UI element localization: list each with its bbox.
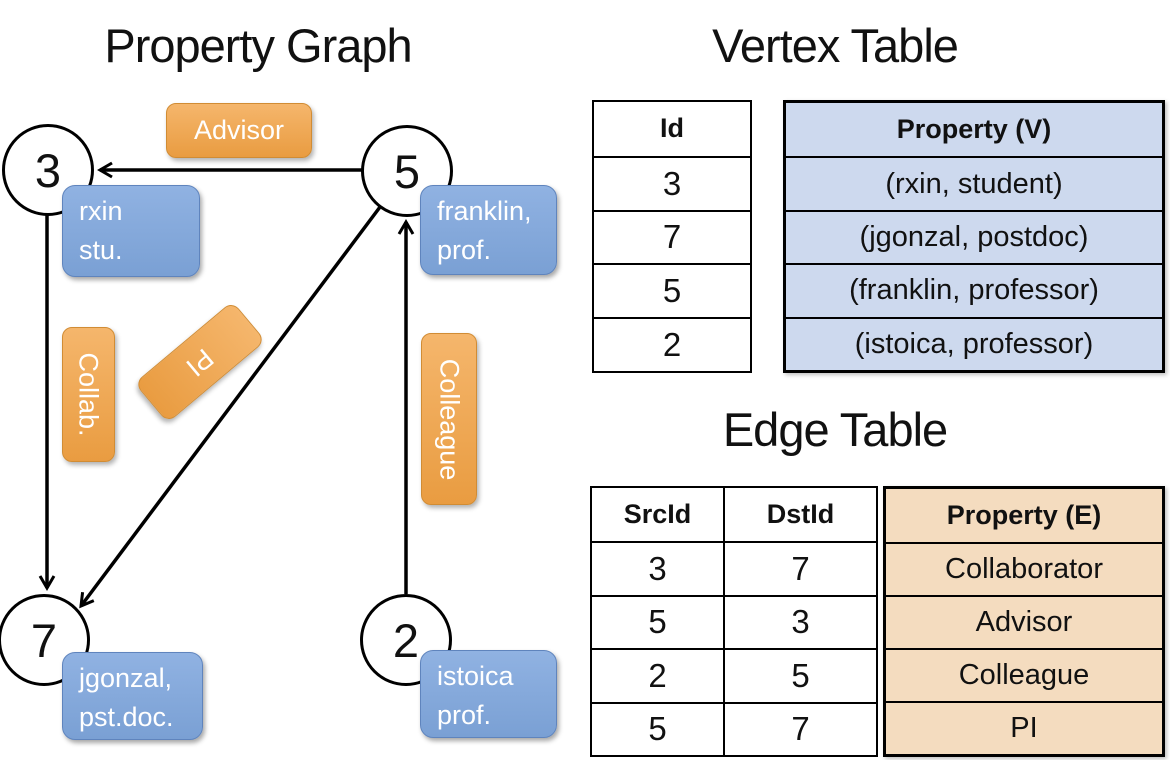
vertex-cell-id: 7	[594, 209, 750, 264]
vertex-cell-id: 2	[594, 317, 750, 371]
edge-cell-dstid: 7	[725, 541, 876, 594]
edge-label-text: Colleague	[434, 358, 465, 480]
edge-cell-srcid: 5	[592, 594, 725, 649]
vertex-prop-line1: franklin,	[437, 196, 532, 226]
vertex-prop-box-istoica: istoica prof.	[420, 650, 557, 738]
edge-cell-srcid: 5	[592, 701, 725, 755]
vertex-table-property-column: Property (V) (rxin, student) (jgonzal, p…	[783, 100, 1165, 373]
node-7-id: 7	[30, 613, 58, 667]
vertex-prop-line2: prof.	[437, 235, 492, 266]
vertex-prop-line1: istoica	[437, 661, 514, 691]
edge-label-text: PI	[180, 342, 220, 383]
vertex-prop-line2: stu.	[79, 235, 123, 266]
edge-cell-property: Collaborator	[886, 542, 1162, 595]
graph-node-2: 2	[360, 594, 452, 686]
property-graph-title: Property Graph	[104, 19, 412, 72]
edge-pi-5-to-7	[79, 205, 382, 609]
edge-cell-srcid: 3	[592, 541, 725, 595]
vertex-col-header-property: Property (V)	[896, 114, 1052, 145]
vertex-cell-property: (franklin, professor)	[786, 263, 1162, 316]
edge-table-property-column: Property (E) Collaborator Advisor Collea…	[883, 486, 1165, 757]
vertex-cell-property: (jgonzal, postdoc)	[786, 209, 1162, 263]
vertex-table-title: Vertex Table	[712, 19, 959, 72]
vertex-prop-box-jgonzal: jgonzal, pst.doc.	[62, 652, 203, 740]
edge-cell-property: Colleague	[886, 648, 1162, 701]
node-2-id: 2	[392, 613, 420, 667]
edge-col-header-property: Property (E)	[946, 500, 1102, 530]
vertex-prop-box-franklin: franklin, prof.	[420, 185, 557, 275]
edge-label-text: Advisor	[193, 115, 285, 145]
edge-cell-dstid: 7	[725, 701, 876, 755]
node-3-id: 3	[34, 143, 62, 197]
edge-cell-dstid: 5	[725, 648, 876, 701]
edge-col-header-dstid: DstId	[766, 499, 835, 530]
vertex-prop-line1: jgonzal,	[79, 663, 173, 693]
edge-cell-property: Advisor	[886, 595, 1162, 648]
vertex-prop-line2: prof.	[437, 700, 492, 731]
edge-label-colleague: Colleague	[421, 333, 477, 505]
vertex-cell-id: 3	[594, 155, 750, 210]
vertex-prop-line2: pst.doc.	[79, 702, 174, 733]
node-5-id: 5	[393, 144, 421, 198]
vertex-table-id-column: Id 3 7 5 2	[592, 100, 752, 373]
edge-cell-dstid: 3	[725, 594, 876, 648]
vertex-cell-property: (istoica, professor)	[786, 316, 1162, 370]
edge-label-text: Collab.	[74, 352, 105, 437]
edge-cell-srcid: 2	[592, 648, 725, 702]
vertex-prop-line1: rxin	[79, 196, 123, 226]
graph-edges-svg	[38, 161, 415, 609]
vertex-cell-id: 5	[594, 263, 750, 317]
graph-node-5: 5	[361, 125, 453, 217]
edge-table-id-columns: SrcId DstId 3 7 5 3 2 5 5 7	[590, 486, 878, 757]
vertex-prop-box-rxin: rxin stu.	[62, 185, 200, 277]
edge-table-title: Edge Table	[722, 403, 948, 456]
edge-label-collab: Collab.	[62, 327, 115, 462]
vertex-col-header-id: Id	[660, 113, 684, 144]
vertex-cell-property: (rxin, student)	[786, 156, 1162, 209]
edge-col-header-srcid: SrcId	[592, 488, 725, 542]
edge-cell-property: PI	[886, 701, 1162, 754]
edge-label-advisor: Advisor	[166, 103, 312, 158]
